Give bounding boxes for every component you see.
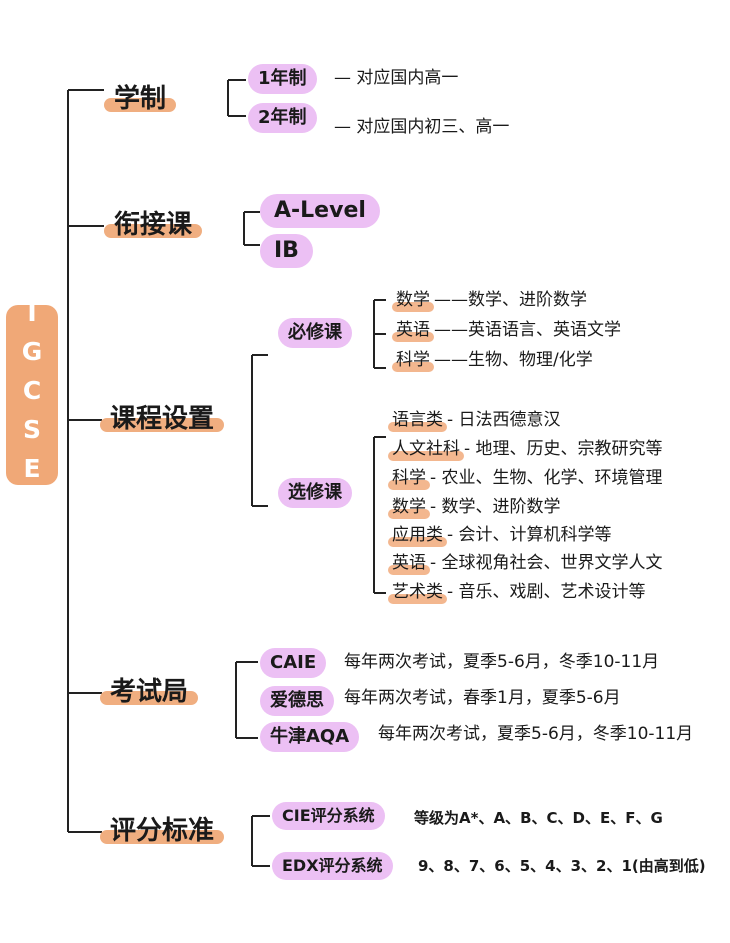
required-row: 数学——数学、进阶数学 <box>392 288 587 312</box>
required-courses-node: 必修课 <box>278 318 352 348</box>
subject-desc: - 会计、计算机科学等 <box>447 525 612 545</box>
subject-desc: ——生物、物理/化学 <box>434 350 593 370</box>
elective-bracket <box>373 436 386 594</box>
subject-tag: 应用类 <box>388 523 447 547</box>
elective-row: 英语- 全球视角社会、世界文学人文 <box>388 551 663 575</box>
exam-board-edexcel: 爱德思 <box>260 686 334 716</box>
elective-courses-node: 选修课 <box>278 478 352 508</box>
exam-board-caie: CAIE <box>260 648 327 678</box>
required-courses-label: 必修课 <box>288 322 342 343</box>
elective-row: 艺术类- 音乐、戏剧、艺术设计等 <box>388 580 646 604</box>
bridging-alevel: A-Level <box>260 194 380 228</box>
category-bridging: 衔接课 <box>104 210 203 240</box>
grading-cie: CIE评分系统 <box>272 802 385 830</box>
subject-desc: - 地理、历史、宗教研究等 <box>464 439 663 459</box>
exam-board-caie-label: CAIE <box>270 652 317 673</box>
school-system-1yr-desc: — 对应国内高一 <box>334 68 459 88</box>
required-row: 科学——生物、物理/化学 <box>392 348 593 372</box>
exam-board-oxford-aqa-label: 牛津AQA <box>270 726 350 747</box>
subject-desc: - 日法西德意汉 <box>447 410 561 430</box>
category-exam-board: 考试局 <box>100 677 199 707</box>
category-school-system: 学制 <box>104 84 177 114</box>
curriculum-bracket <box>251 354 268 507</box>
root-node: IGCSE <box>6 298 58 493</box>
subject-tag: 英语 <box>392 318 434 342</box>
exam-board-caie-desc: 每年两次考试，夏季5-6月，冬季10-11月 <box>344 652 660 672</box>
subject-desc: - 农业、生物、化学、环境管理 <box>430 468 663 488</box>
subject-tag: 人文社科 <box>388 437 464 461</box>
category-curriculum: 课程设置 <box>100 404 225 434</box>
subject-tag: 科学 <box>392 348 434 372</box>
category-grading-label: 评分标准 <box>110 816 215 846</box>
elective-row: 语言类- 日法西德意汉 <box>388 408 561 432</box>
elective-courses-label: 选修课 <box>288 482 342 503</box>
required-bracket <box>373 299 386 369</box>
category-grading: 评分标准 <box>100 816 225 846</box>
exam-board-oxford-aqa-desc: 每年两次考试，夏季5-6月，冬季10-11月 <box>378 724 694 744</box>
bridging-alevel-label: A-Level <box>274 198 366 223</box>
grading-cie-desc: 等级为A*、A、B、C、D、E、F、G <box>414 809 663 827</box>
exam-board-edexcel-desc: 每年两次考试，春季1月，夏季5-6月 <box>344 688 621 708</box>
school-system-2yr-desc: — 对应国内初三、高一 <box>334 117 510 137</box>
bridging-ib: IB <box>260 234 313 268</box>
bridging-bracket <box>243 211 260 246</box>
subject-desc: - 全球视角社会、世界文学人文 <box>430 553 663 573</box>
exam-board-edexcel-label: 爱德思 <box>270 690 324 711</box>
subject-tag: 数学 <box>388 495 430 519</box>
elective-row: 应用类- 会计、计算机科学等 <box>388 523 612 547</box>
grading-cie-label: CIE评分系统 <box>282 806 375 825</box>
school-system-1yr-label: 1年制 <box>258 68 307 89</box>
grading-edx-label: EDX评分系统 <box>282 856 383 875</box>
subject-tag: 语言类 <box>388 408 447 432</box>
subject-tag: 英语 <box>388 551 430 575</box>
subject-desc: - 音乐、戏剧、艺术设计等 <box>447 582 646 602</box>
subject-desc: ——数学、进阶数学 <box>434 290 587 310</box>
exam-board-bracket <box>235 661 258 739</box>
school-system-2yr-label: 2年制 <box>258 107 307 128</box>
school-system-2yr: 2年制 <box>248 103 317 133</box>
category-bridging-label: 衔接课 <box>114 210 193 240</box>
school-system-bracket <box>227 79 246 117</box>
bridging-ib-label: IB <box>274 238 299 263</box>
subject-tag: 科学 <box>388 466 430 490</box>
root-label: IGCSE <box>17 297 47 493</box>
subject-tag: 数学 <box>392 288 434 312</box>
grading-bracket <box>251 815 270 867</box>
elective-row: 科学- 农业、生物、化学、环境管理 <box>388 466 663 490</box>
elective-row: 人文社科- 地理、历史、宗教研究等 <box>388 437 663 461</box>
school-system-1yr: 1年制 <box>248 64 317 94</box>
category-school-system-label: 学制 <box>114 84 167 114</box>
trunk-branches <box>68 89 104 833</box>
subject-desc: ——英语语言、英语文学 <box>434 320 621 340</box>
category-exam-board-label: 考试局 <box>110 677 189 707</box>
category-curriculum-label: 课程设置 <box>110 404 215 434</box>
elective-row: 数学- 数学、进阶数学 <box>388 495 561 519</box>
subject-desc: - 数学、进阶数学 <box>430 497 561 517</box>
grading-edx: EDX评分系统 <box>272 852 393 880</box>
subject-tag: 艺术类 <box>388 580 447 604</box>
required-row: 英语——英语语言、英语文学 <box>392 318 621 342</box>
exam-board-oxford-aqa: 牛津AQA <box>260 722 360 752</box>
grading-edx-desc: 9、8、7、6、5、4、3、2、1(由高到低) <box>418 857 706 875</box>
